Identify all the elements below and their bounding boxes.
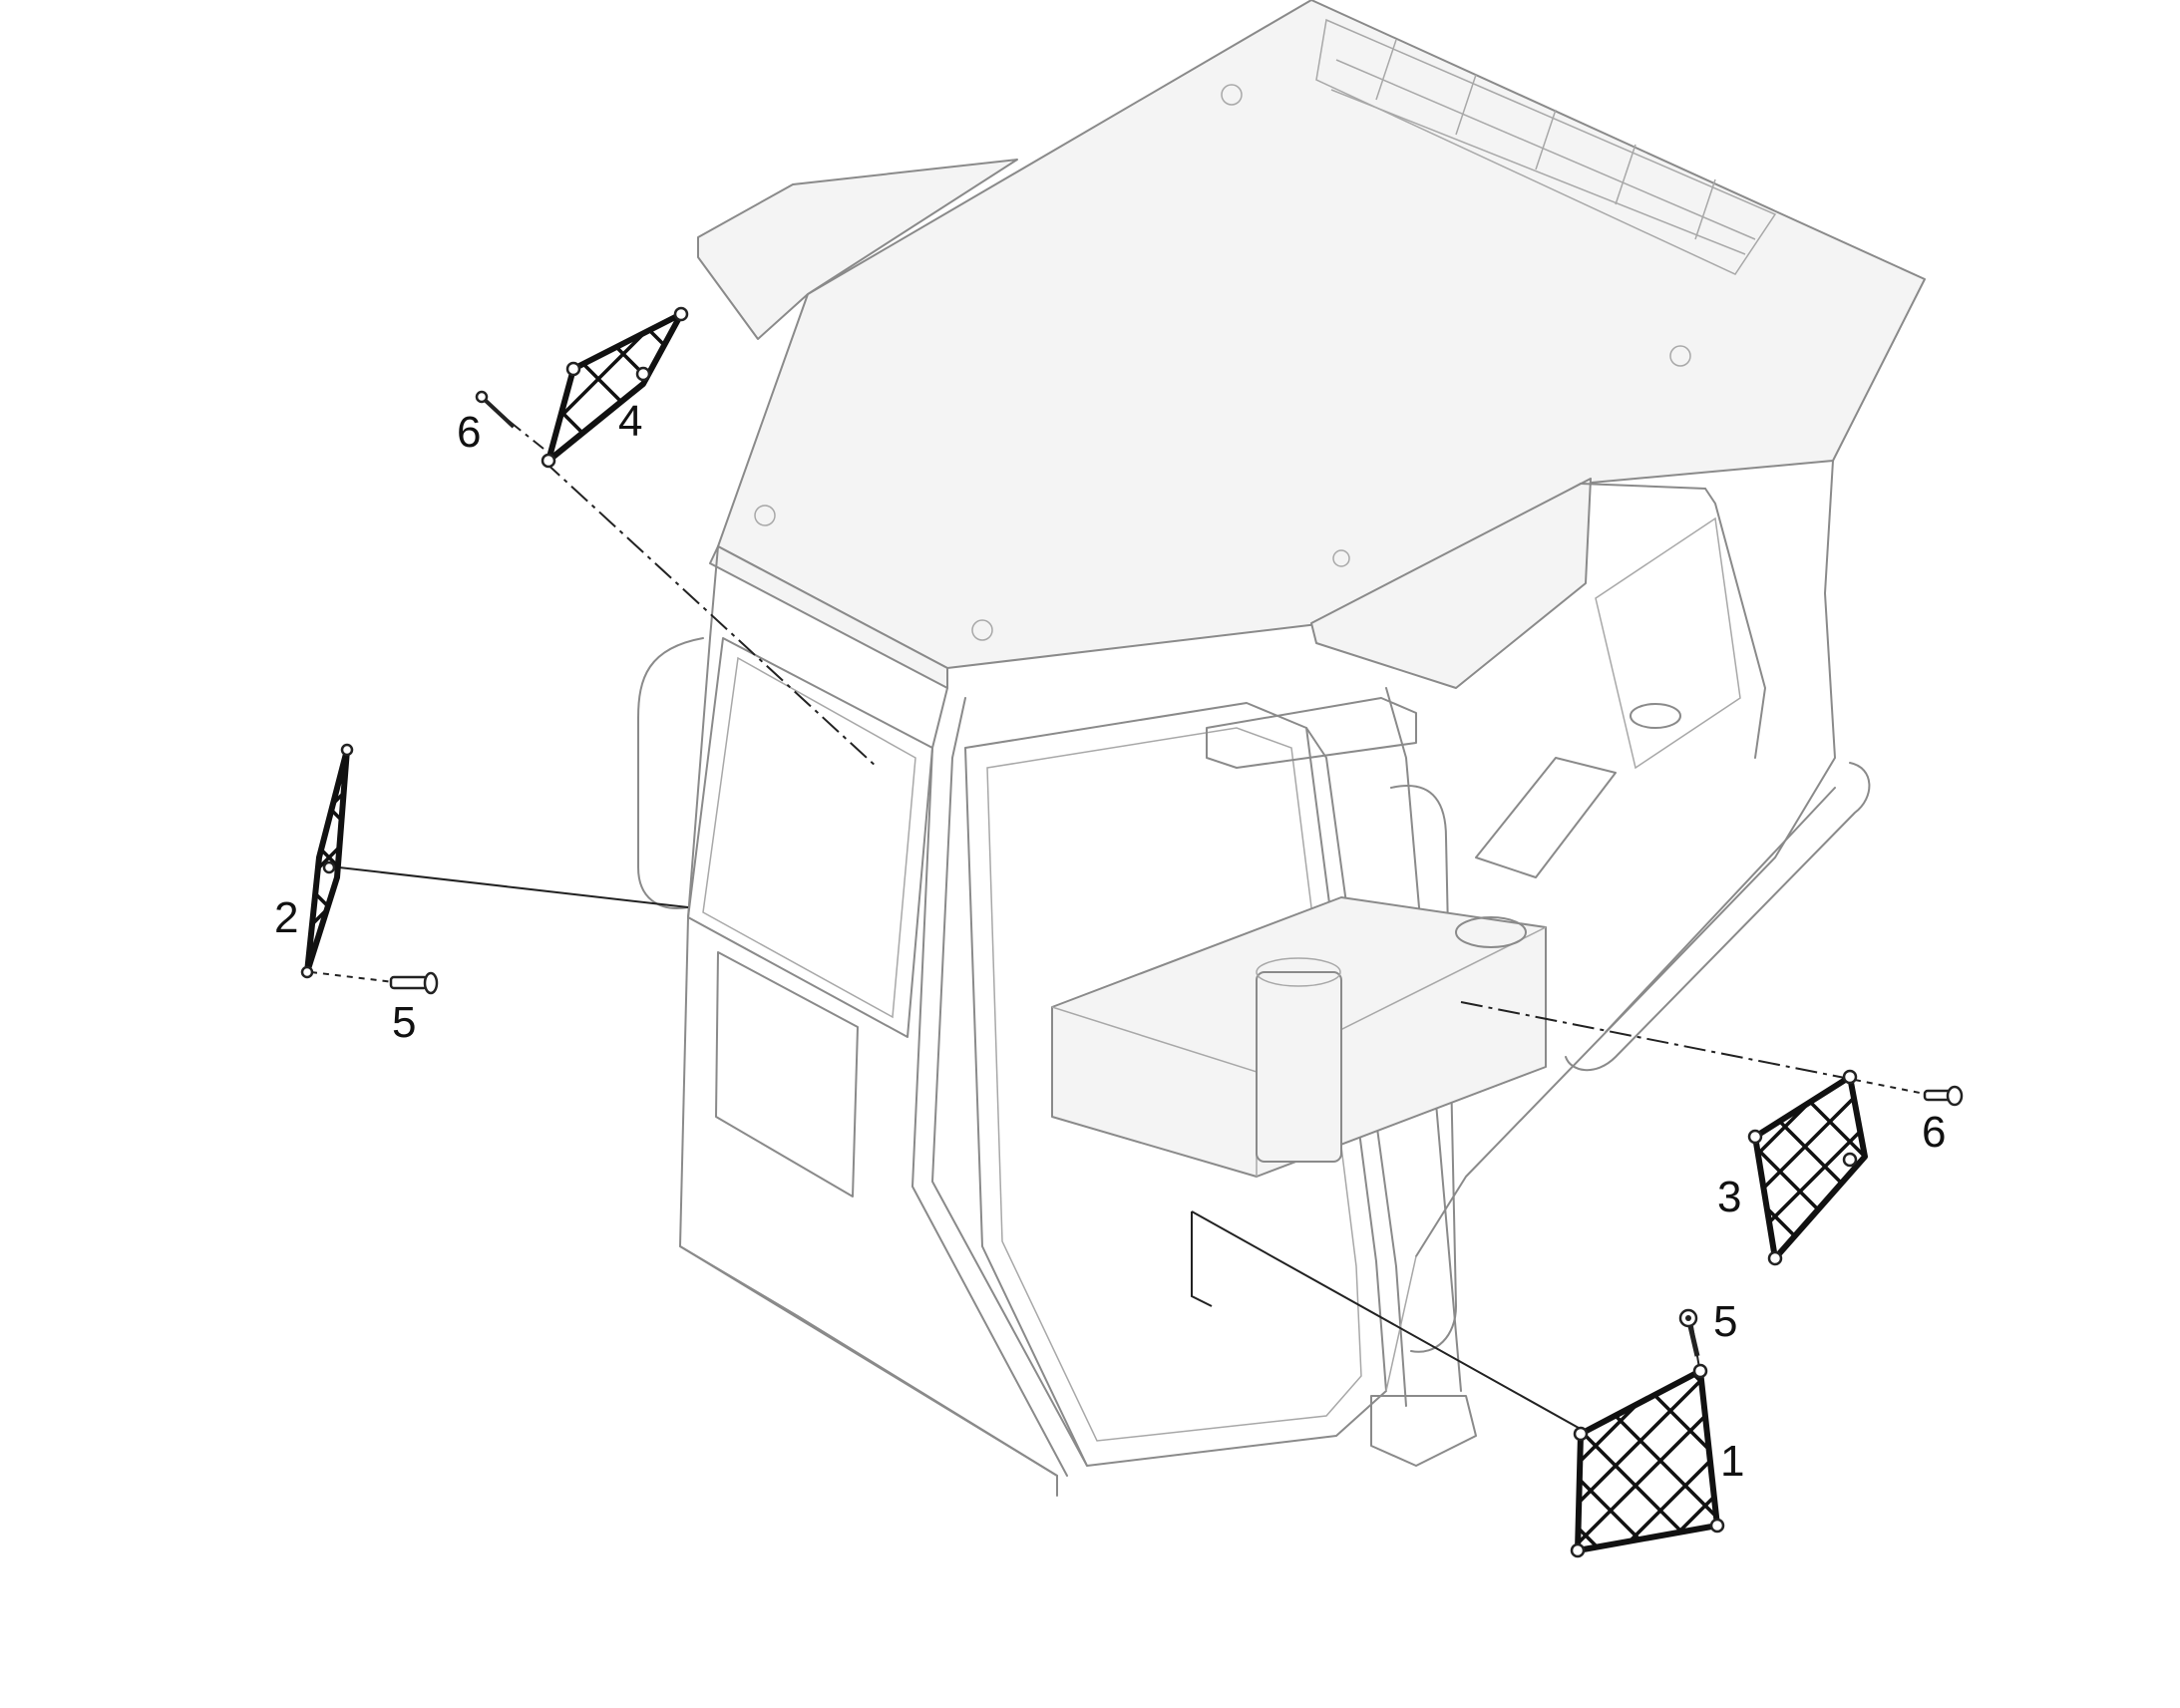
callout-3: 3 [1717,1173,1741,1221]
callout-4: 4 [618,397,642,446]
door-grab-bar [1390,785,1457,1353]
cab-console-slot [1475,757,1617,878]
callout-5-left: 5 [392,998,416,1047]
cab-roof [717,0,1926,669]
cab-front-pillar [911,687,1068,1477]
door-hinge-arm [1206,697,1417,769]
cab-left-handle [637,637,704,909]
door-hinge-pad [1370,1395,1477,1467]
operator-cab [637,0,1926,1497]
cab-roof-deck [1310,478,1592,689]
cab-right-frame [1415,460,1836,1257]
fastener-bolt-6-top [475,390,516,429]
fastener-screw-5-left [389,971,439,995]
cab-interior-tank [1256,971,1342,1163]
leader-lines [310,416,1931,1447]
callout-1: 1 [1720,1437,1744,1486]
roof-vent-grille [1315,18,1777,275]
grille-panel-2 [300,743,354,979]
cab-bottom-skirt [679,1245,1058,1477]
grille-panel-1 [1570,1363,1725,1558]
fastener-bolt-6-right [1923,1085,1964,1107]
callout-6-top: 6 [457,408,481,457]
fastener-screw-5-right [1678,1308,1700,1357]
cab-rear-wing [697,159,1018,340]
cab-left-lower-panel [715,951,859,1197]
callout-6-right: 6 [1922,1108,1946,1157]
cab-right-handle [1565,762,1871,1072]
grille-panel-3 [1747,1069,1868,1266]
callout-5-right: 5 [1713,1297,1737,1346]
cab-left-frame [679,545,1058,1497]
cab-left-window [687,637,933,1038]
callout-2: 2 [274,893,298,942]
